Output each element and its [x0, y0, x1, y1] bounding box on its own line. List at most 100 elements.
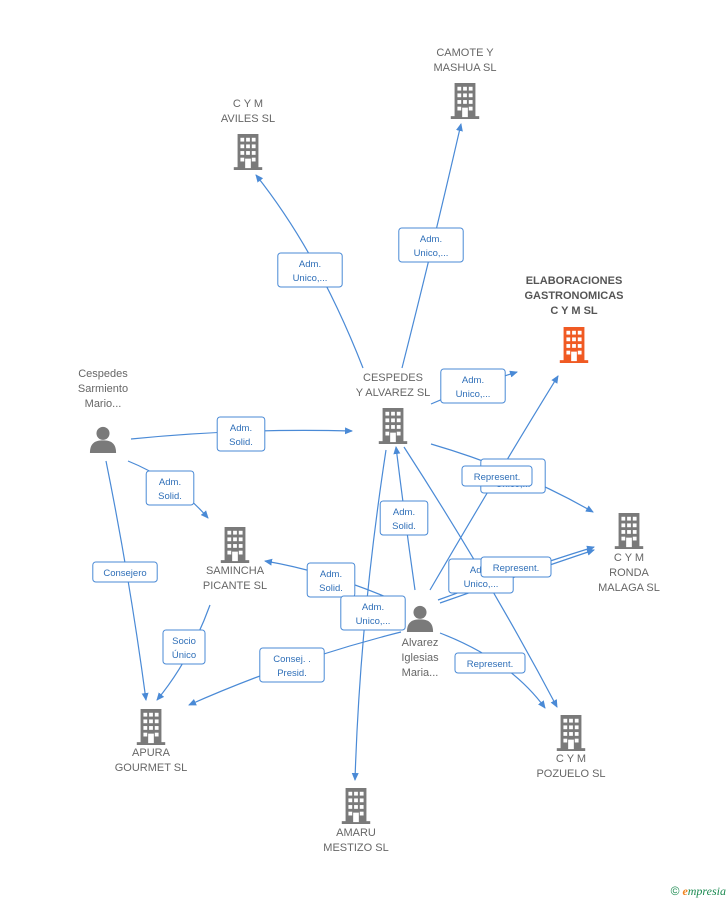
- edge-label-cespedes_sl-to-elab[interactable]: Adm. Unico,...: [440, 368, 506, 404]
- edge-label-text: Unico,...: [464, 579, 499, 590]
- building-icon: [378, 408, 408, 444]
- edge-label-text: Adm.: [299, 259, 321, 270]
- edge-label-text: Consejero: [103, 568, 146, 579]
- node-label: Alvarez: [402, 637, 439, 649]
- edge-label-alvarez-to-pozuelo[interactable]: Represent.: [454, 652, 526, 674]
- node-label: APURA: [132, 747, 171, 759]
- edge-label-alvarez-to-elab[interactable]: Represent.: [461, 465, 533, 487]
- node-ronda[interactable]: C Y M RONDA MALAGA SL: [598, 513, 660, 594]
- node-label: GASTRONOMICAS: [525, 290, 624, 302]
- node-cespedes_sl[interactable]: CESPEDES Y ALVAREZ SL: [356, 372, 431, 444]
- edge-label-text: Único: [172, 650, 196, 661]
- person-icon: [406, 605, 434, 632]
- node-apura[interactable]: APURA GOURMET SL: [115, 709, 188, 774]
- edge-label-cespedes_sl-to-camote[interactable]: Adm. Unico,...: [398, 227, 464, 263]
- edge-label-text: Solid.: [392, 521, 416, 532]
- node-label: POZUELO SL: [536, 768, 605, 780]
- node-label: PICANTE SL: [203, 580, 267, 592]
- edge-label-text: Adm.: [420, 234, 442, 245]
- edge-label-text: Consej. .: [273, 654, 311, 665]
- node-label: Y ALVAREZ SL: [356, 387, 431, 399]
- edge-label-box: [340, 595, 406, 631]
- edge-label-text: Unico,...: [414, 248, 449, 259]
- node-label: C Y M SL: [550, 305, 598, 317]
- edge-label-cespedes_sl-to-amaru[interactable]: Adm.Unico,...: [340, 595, 406, 631]
- edge-label-text: Represent.: [467, 659, 513, 670]
- building-icon: [136, 709, 166, 745]
- edge-label-cespedes_sl-to-aviles[interactable]: Adm. Unico,...: [277, 252, 343, 288]
- node-label: MALAGA SL: [598, 582, 660, 594]
- node-label: Sarmiento: [78, 383, 128, 395]
- edge-label-alvarez-to-ronda[interactable]: Represent.: [480, 556, 552, 578]
- edges-layer: [105, 123, 595, 781]
- edge-label-text: Presid.: [277, 668, 307, 679]
- node-camote[interactable]: CAMOTE Y MASHUA SL: [434, 47, 497, 119]
- edge-label-box: [277, 252, 343, 288]
- node-label: MASHUA SL: [434, 62, 497, 74]
- edge-label-box: [259, 647, 325, 683]
- edge-label-text: Represent.: [474, 472, 520, 483]
- node-pozuelo[interactable]: C Y M POZUELO SL: [536, 715, 606, 780]
- node-amaru[interactable]: AMARU MESTIZO SL: [323, 788, 389, 854]
- edge-label-text: Adm.: [462, 375, 484, 386]
- node-label: Cespedes: [78, 368, 128, 380]
- edge-label-cespedes_p-to-apura[interactable]: Consejero: [92, 561, 158, 583]
- node-label: MESTIZO SL: [323, 842, 388, 854]
- node-label: CESPEDES: [363, 372, 423, 384]
- edge-label-text: Solid.: [158, 491, 182, 502]
- node-alvarez[interactable]: AlvarezIglesiasMaria...: [401, 605, 439, 679]
- building-icon: [450, 83, 480, 119]
- edge-label-text: Unico,...: [456, 389, 491, 400]
- edge-label-alvarez-to-samincha[interactable]: Adm. Solid.: [306, 562, 356, 598]
- edge-label-text: Adm.: [230, 423, 252, 434]
- building-icon: [559, 327, 589, 363]
- edge-label-alvarez-to-apura[interactable]: Consej. . Presid.: [259, 647, 325, 683]
- edge-label-text: Solid.: [229, 437, 253, 448]
- node-label: CAMOTE Y: [436, 47, 494, 59]
- edge-label-cespedes_p-to-cespedes_sl[interactable]: Adm. Solid.: [216, 416, 266, 452]
- edge-label-text: Adm.: [320, 569, 342, 580]
- node-samincha[interactable]: SAMINCHA PICANTE SL: [203, 527, 267, 592]
- node-label: Maria...: [402, 667, 439, 679]
- copyright-icon: ©: [670, 884, 680, 898]
- building-icon: [614, 513, 644, 549]
- node-label: AMARU: [336, 827, 376, 839]
- node-label: C Y M: [614, 552, 644, 564]
- building-icon: [233, 134, 263, 170]
- edge-label-text: Unico,...: [293, 273, 328, 284]
- edge-label-box: [461, 465, 533, 487]
- node-label: RONDA: [609, 567, 649, 579]
- edge-label-text: Socio: [172, 636, 196, 647]
- edge-label-box: [145, 470, 195, 506]
- brand-name: mpresia: [687, 884, 726, 898]
- node-label: SAMINCHA: [206, 565, 265, 577]
- edge-label-box: [398, 227, 464, 263]
- brand-initial: e: [682, 884, 688, 898]
- node-label: C Y M: [556, 753, 586, 765]
- edge-label-text: Solid.: [319, 583, 343, 594]
- edge-label-box: [216, 416, 266, 452]
- edge-label-box: [440, 368, 506, 404]
- edge-label-box: [92, 561, 158, 583]
- edge-label-text: Adm.: [159, 477, 181, 488]
- person-icon: [89, 426, 117, 453]
- node-label: ELABORACIONES: [526, 275, 623, 287]
- node-label: GOURMET SL: [115, 762, 188, 774]
- edge-label-box: [306, 562, 356, 598]
- edge-label-text: Adm.: [362, 602, 384, 613]
- node-elab[interactable]: ELABORACIONES GASTRONOMICAS C Y M SL: [525, 275, 624, 363]
- edge-label-alvarez-to-cespedes_sl[interactable]: Adm. Solid.: [379, 500, 429, 536]
- empresia-watermark: ©empresia: [671, 884, 726, 899]
- edge-labels-layer: Adm. Unico,... Adm. Unico,... Adm. Unico,... A…: [92, 227, 552, 683]
- building-icon: [341, 788, 371, 824]
- building-icon: [556, 715, 586, 751]
- edge-label-box: [480, 556, 552, 578]
- node-cespedes_p[interactable]: CespedesSarmientoMario...: [78, 368, 128, 453]
- edge-label-box: [454, 652, 526, 674]
- edge-label-cespedes_p-to-samincha[interactable]: Adm. Solid.: [145, 470, 195, 506]
- edge-label-text: Adm.: [393, 507, 415, 518]
